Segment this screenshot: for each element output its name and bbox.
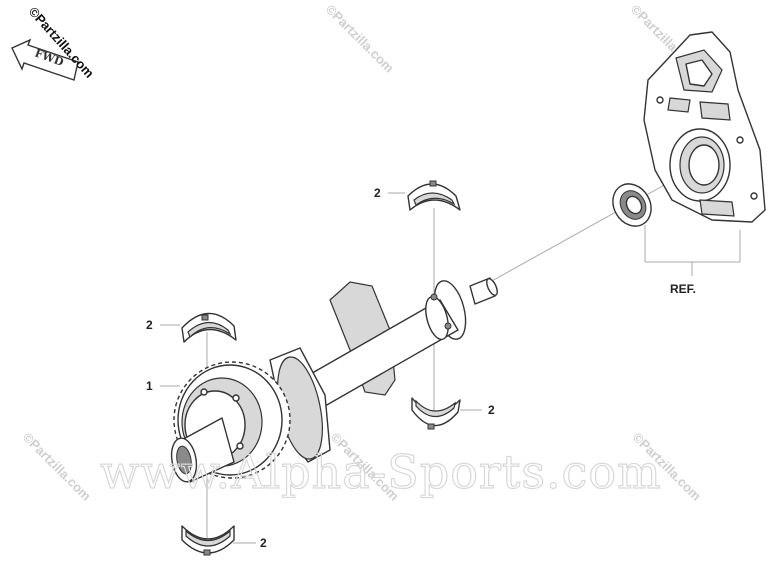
callout-bearing-bottom: 2 [260, 536, 267, 550]
callout-bearing-right: 2 [488, 403, 495, 417]
ref-label: REF. [670, 282, 696, 296]
callout-bearing-left: 2 [146, 318, 153, 332]
crankshaft [269, 277, 498, 463]
watermark-diagonal-3: ©Partzilla.com [20, 430, 94, 504]
callout-gear: 1 [146, 379, 153, 393]
crankcase-cover [643, 31, 766, 223]
bearing-half-left [181, 312, 237, 343]
callout-bearing-top: 2 [374, 186, 381, 200]
drive-gear [170, 361, 291, 483]
bearing-half-right [411, 397, 461, 430]
watermark-site: www.Alpha-Sports.com [100, 445, 662, 499]
watermark-diagonal-1: ©Partzilla.com [323, 2, 397, 76]
oil-seal [612, 183, 652, 227]
bearing-half-top [407, 180, 461, 211]
watermark-diagonal-group: ©Partzilla.com ©Partzilla.com ©Partzilla… [20, 2, 704, 504]
bearing-half-bottom [181, 525, 235, 556]
